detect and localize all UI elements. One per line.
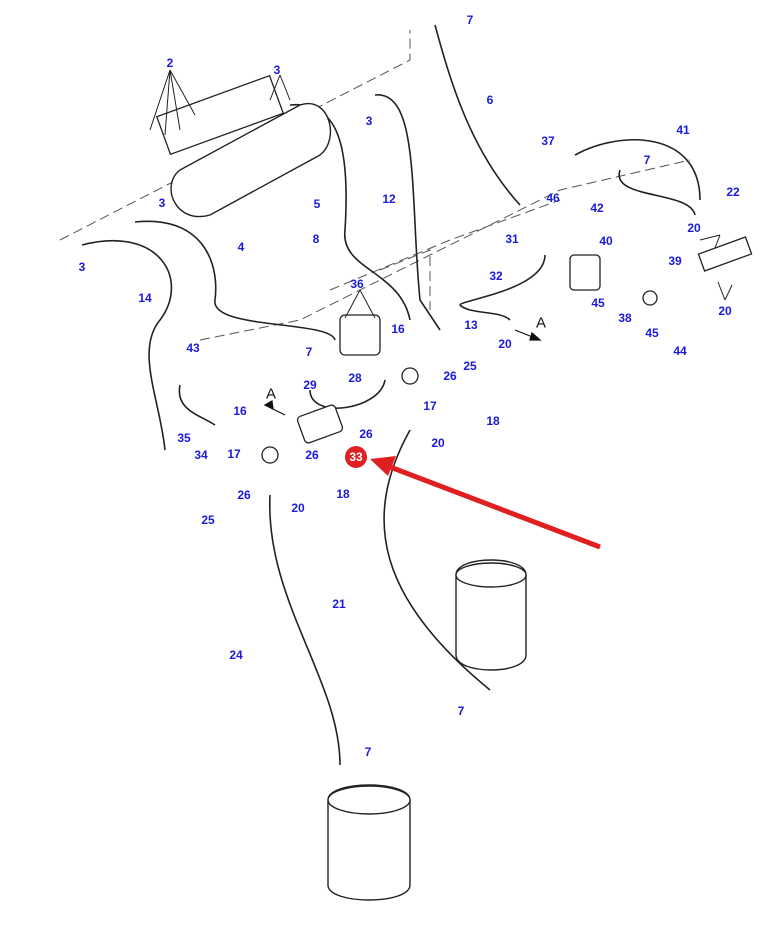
part-label[interactable]: 29 [303,378,317,392]
part-label[interactable]: 36 [350,277,364,291]
part-label[interactable]: 22 [726,185,740,199]
part-label[interactable]: 20 [718,304,732,318]
part-label[interactable]: 46 [546,191,560,205]
part-label[interactable]: 7 [643,153,651,167]
components [155,74,753,464]
part-label[interactable]: 7 [466,13,474,27]
frame-dashed-lines [59,30,691,341]
part-label[interactable]: 5 [313,197,321,211]
part-label[interactable]: 20 [431,436,445,450]
part-label[interactable]: 25 [463,359,477,373]
part-label[interactable]: 20 [498,337,512,351]
part-label[interactable]: 25 [201,513,215,527]
part-label[interactable]: 26 [305,448,319,462]
part-label[interactable]: 20 [291,501,305,515]
part-label[interactable]: 3 [78,260,86,274]
part-label[interactable]: 4 [237,240,245,254]
part-label[interactable]: 35 [177,431,191,445]
part-label[interactable]: 3 [273,63,281,77]
part-label[interactable]: 7 [457,704,465,718]
part-label[interactable]: 20 [687,221,701,235]
part-label[interactable]: 3 [158,196,166,210]
part-label[interactable]: 26 [359,427,373,441]
part-label[interactable]: 32 [489,269,503,283]
part-label[interactable]: 39 [668,254,682,268]
part-label[interactable]: 17 [423,399,437,413]
part-label[interactable]: 24 [229,648,243,662]
part-label[interactable]: 8 [312,232,320,246]
part-label[interactable]: 14 [138,291,152,305]
view-marker-a: A [535,314,547,332]
part-label[interactable]: 2 [166,56,174,70]
part-label[interactable]: 45 [645,326,659,340]
part-label[interactable]: 41 [676,123,690,137]
part-label[interactable]: 40 [599,234,613,248]
highlighted-part-badge[interactable]: 33 [345,446,367,468]
part-label[interactable]: 44 [673,344,687,358]
part-label[interactable]: 16 [391,322,405,336]
part-label[interactable]: 18 [486,414,500,428]
part-label[interactable]: 18 [336,487,350,501]
view-arrows [263,329,542,416]
part-label[interactable]: 17 [227,447,241,461]
part-label[interactable]: 6 [486,93,494,107]
part-label[interactable]: 7 [364,745,372,759]
view-marker-a: A [265,385,277,403]
part-label[interactable]: 45 [591,296,605,310]
tanks [170,102,527,901]
part-label[interactable]: 31 [505,232,519,246]
part-label[interactable]: 42 [590,201,604,215]
part-label[interactable]: 37 [541,134,555,148]
part-label[interactable]: 28 [348,371,362,385]
part-label[interactable]: 12 [382,192,396,206]
part-label[interactable]: 7 [305,345,313,359]
part-label[interactable]: 21 [332,597,346,611]
part-label[interactable]: 26 [443,369,457,383]
part-label[interactable]: 13 [464,318,478,332]
part-label[interactable]: 16 [233,404,247,418]
red-pointer-arrow [370,456,601,550]
part-label[interactable]: 3 [365,114,373,128]
leader-lines [149,69,733,319]
part-label[interactable]: 26 [237,488,251,502]
part-label[interactable]: 34 [194,448,208,462]
part-label[interactable]: 38 [618,311,632,325]
part-label[interactable]: 43 [186,341,200,355]
